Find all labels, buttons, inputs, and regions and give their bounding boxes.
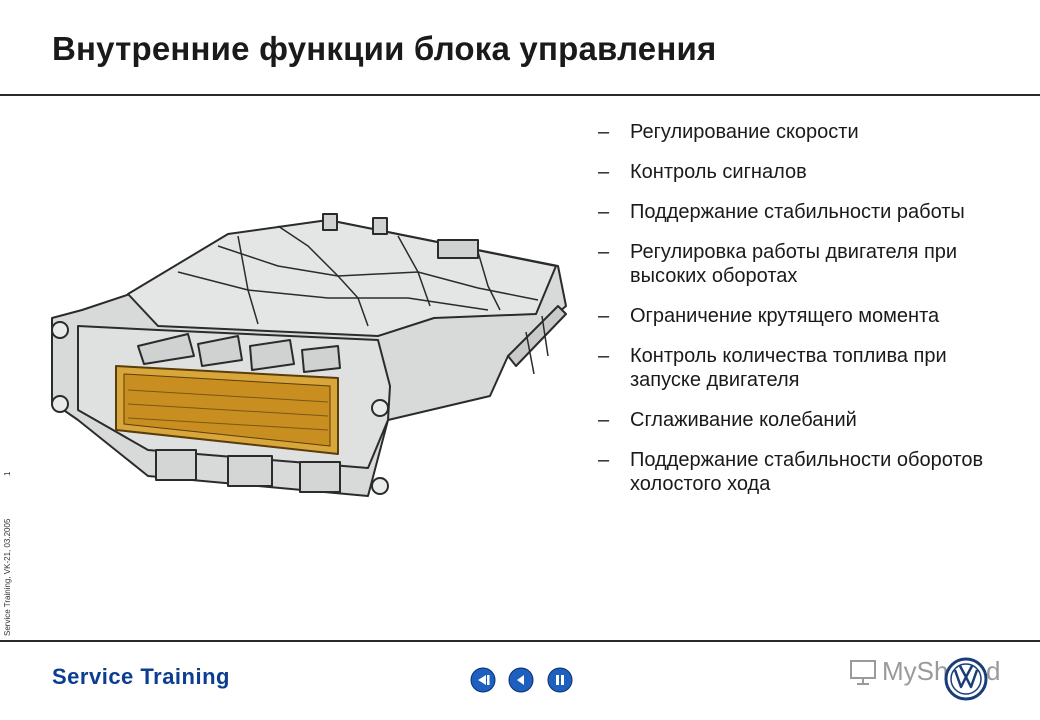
list-item: –Контроль сигналов bbox=[598, 161, 807, 183]
ecu-illustration bbox=[51, 213, 567, 497]
footer-brand: Service Training bbox=[52, 664, 230, 689]
first-slide-button[interactable] bbox=[470, 667, 496, 693]
first-slide-icon bbox=[478, 675, 490, 685]
side-caption: Service Training, VK-21, 03.2005 bbox=[3, 518, 12, 636]
list-item: –Регулирование скорости bbox=[598, 121, 859, 143]
presentation-icon bbox=[850, 659, 876, 685]
slide-title: Внутренние функции блока управления bbox=[52, 30, 717, 67]
previous-slide-icon bbox=[517, 675, 524, 685]
pause-icon bbox=[556, 675, 564, 685]
page-number: 1 bbox=[3, 471, 12, 476]
list-item: –Ограничение крутящего момента bbox=[598, 305, 940, 327]
list-item: –Регулировка работы двигателя при высоки… bbox=[598, 241, 958, 287]
previous-slide-button[interactable] bbox=[508, 667, 534, 693]
pause-button[interactable] bbox=[547, 667, 573, 693]
footer-divider bbox=[0, 640, 1040, 642]
list-item: –Поддержание стабильности оборотов холос… bbox=[598, 449, 984, 495]
vw-logo bbox=[944, 657, 988, 701]
feature-list: –Регулирование скорости –Контроль сигнал… bbox=[598, 120, 1018, 512]
list-item: –Сглаживание колебаний bbox=[598, 409, 857, 431]
header-divider bbox=[0, 94, 1040, 96]
list-item: –Поддержание стабильности работы bbox=[598, 201, 965, 223]
list-item: –Контроль количества топлива при запуске… bbox=[598, 345, 947, 391]
